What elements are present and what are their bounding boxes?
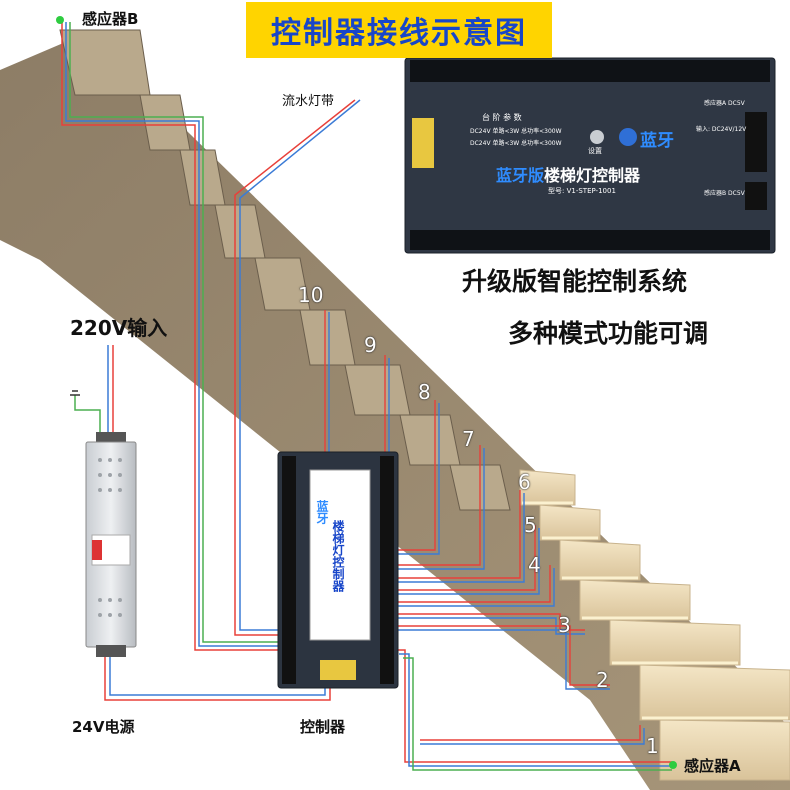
step-number-2: 2 <box>596 668 609 692</box>
ac-input-label: 220V输入 <box>70 316 168 340</box>
led-strip-label: 流水灯带 <box>282 94 335 109</box>
power-supply-label: 24V电源 <box>72 718 135 736</box>
small-controller-name: 楼梯灯控制器 <box>331 520 345 592</box>
step-number-6: 6 <box>518 470 531 494</box>
step-number-8: 8 <box>418 380 431 404</box>
step-number-5: 5 <box>524 513 537 537</box>
controller-label: 控制器 <box>300 718 346 736</box>
product-side-text: 输入: DC24V/12V <box>696 126 747 133</box>
product-brand: 蓝牙 <box>640 131 674 151</box>
product-param2: DC24V 单路<3W 总功率<300W <box>470 140 562 147</box>
product-controller <box>404 57 776 254</box>
step-glow <box>522 501 788 720</box>
sensor-a-wires <box>395 649 672 771</box>
page-title: 控制器接线示意图 <box>246 2 552 58</box>
headline-line1: 升级版智能控制系统 <box>462 267 688 296</box>
step-number-7: 7 <box>462 427 475 451</box>
sensor-a-dot <box>669 761 677 769</box>
power-supply <box>85 432 137 657</box>
product-sensor-tag-a: 感应器A DC5V <box>704 100 745 107</box>
product-param1: DC24V 单路<3W 总功率<300W <box>470 128 562 135</box>
upper-steps <box>59 29 511 511</box>
step-number-4: 4 <box>528 553 541 577</box>
dc-output-wires <box>104 650 331 701</box>
sensor-b-dot <box>56 16 64 24</box>
product-sensor-tag-b: 感应器B DC5V <box>704 190 745 197</box>
step-number-10: 10 <box>298 283 324 307</box>
lit-steps <box>519 469 790 781</box>
sensor-b-label: 感应器B <box>82 10 139 28</box>
step-number-3: 3 <box>558 613 571 637</box>
step-number-9: 9 <box>364 333 377 357</box>
ac-input-wires <box>70 345 114 440</box>
sensor-a-label: 感应器A <box>684 757 741 775</box>
product-settings: 设置 <box>588 147 602 155</box>
led-strip-wires <box>234 99 361 636</box>
small-controller-brand: 蓝牙 <box>315 500 329 524</box>
step-number-1: 1 <box>646 734 659 758</box>
product-name-prefix: 蓝牙版 <box>496 166 545 185</box>
headline-line2: 多种模式功能可调 <box>508 319 709 348</box>
product-name: 蓝牙版楼梯灯控制器 <box>496 162 640 186</box>
small-controller <box>277 451 399 689</box>
sensor-b-wires <box>61 22 282 651</box>
product-params-title: 台 阶 参 数 <box>482 113 522 122</box>
product-name-main: 楼梯灯控制器 <box>544 166 641 185</box>
product-model: 型号: V1-STEP-1001 <box>548 187 616 195</box>
